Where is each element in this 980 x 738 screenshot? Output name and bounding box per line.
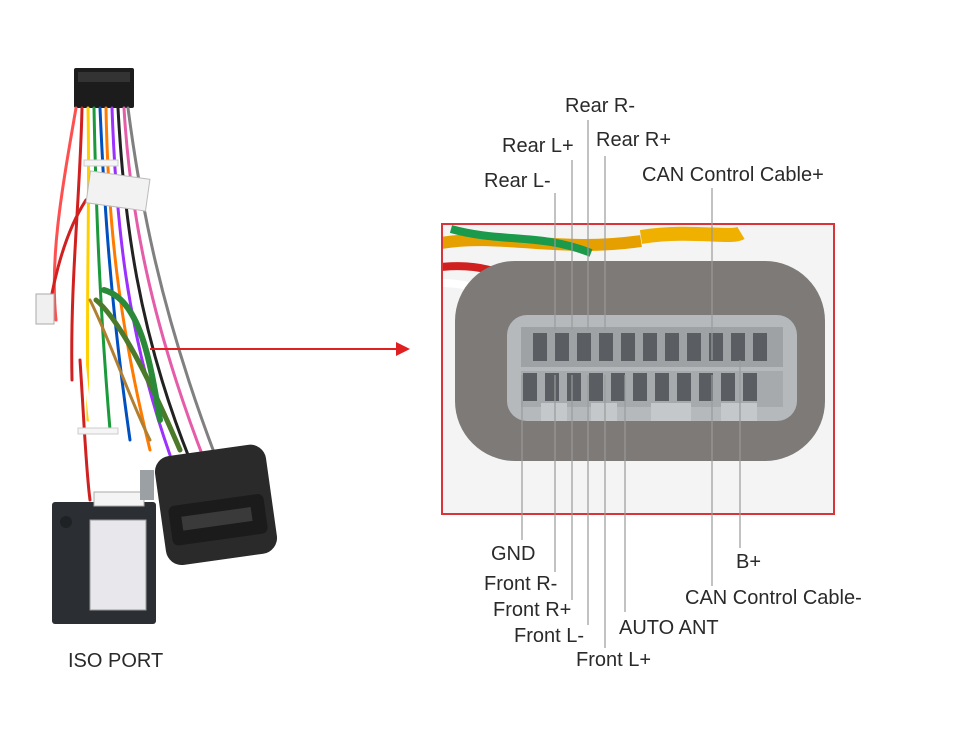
label-auto-ant: AUTO ANT xyxy=(619,617,719,639)
label-front-r-plus: Front R+ xyxy=(493,599,572,621)
label-can-control-minus: CAN Control Cable- xyxy=(685,587,862,609)
label-front-l-plus: Front L+ xyxy=(576,649,652,671)
iso-port-label: ISO PORT xyxy=(68,650,164,672)
label-front-r-minus: Front R- xyxy=(484,573,558,595)
pin-row-bottom xyxy=(523,373,757,401)
label-can-control-plus: CAN Control Cable+ xyxy=(642,164,824,186)
label-gnd: GND xyxy=(491,543,536,565)
connector-photo xyxy=(443,225,825,461)
label-rear-r-minus: Rear R- xyxy=(565,95,636,117)
label-rear-r-plus: Rear R+ xyxy=(596,129,672,151)
harness-tag xyxy=(85,170,151,212)
connector-photo-frame xyxy=(441,223,835,515)
label-front-l-minus: Front L- xyxy=(514,625,585,647)
pointer-arrow-head xyxy=(396,342,410,356)
wire-bundle xyxy=(46,106,217,502)
label-rear-l-minus: Rear L- xyxy=(484,170,551,192)
harness-small-plug xyxy=(35,293,55,325)
label-b-plus: B+ xyxy=(736,551,762,573)
antenna-plug xyxy=(140,470,154,500)
label-rear-l-plus: Rear L+ xyxy=(502,135,574,157)
pin-row-top xyxy=(533,333,767,361)
foam-connector xyxy=(154,444,278,566)
